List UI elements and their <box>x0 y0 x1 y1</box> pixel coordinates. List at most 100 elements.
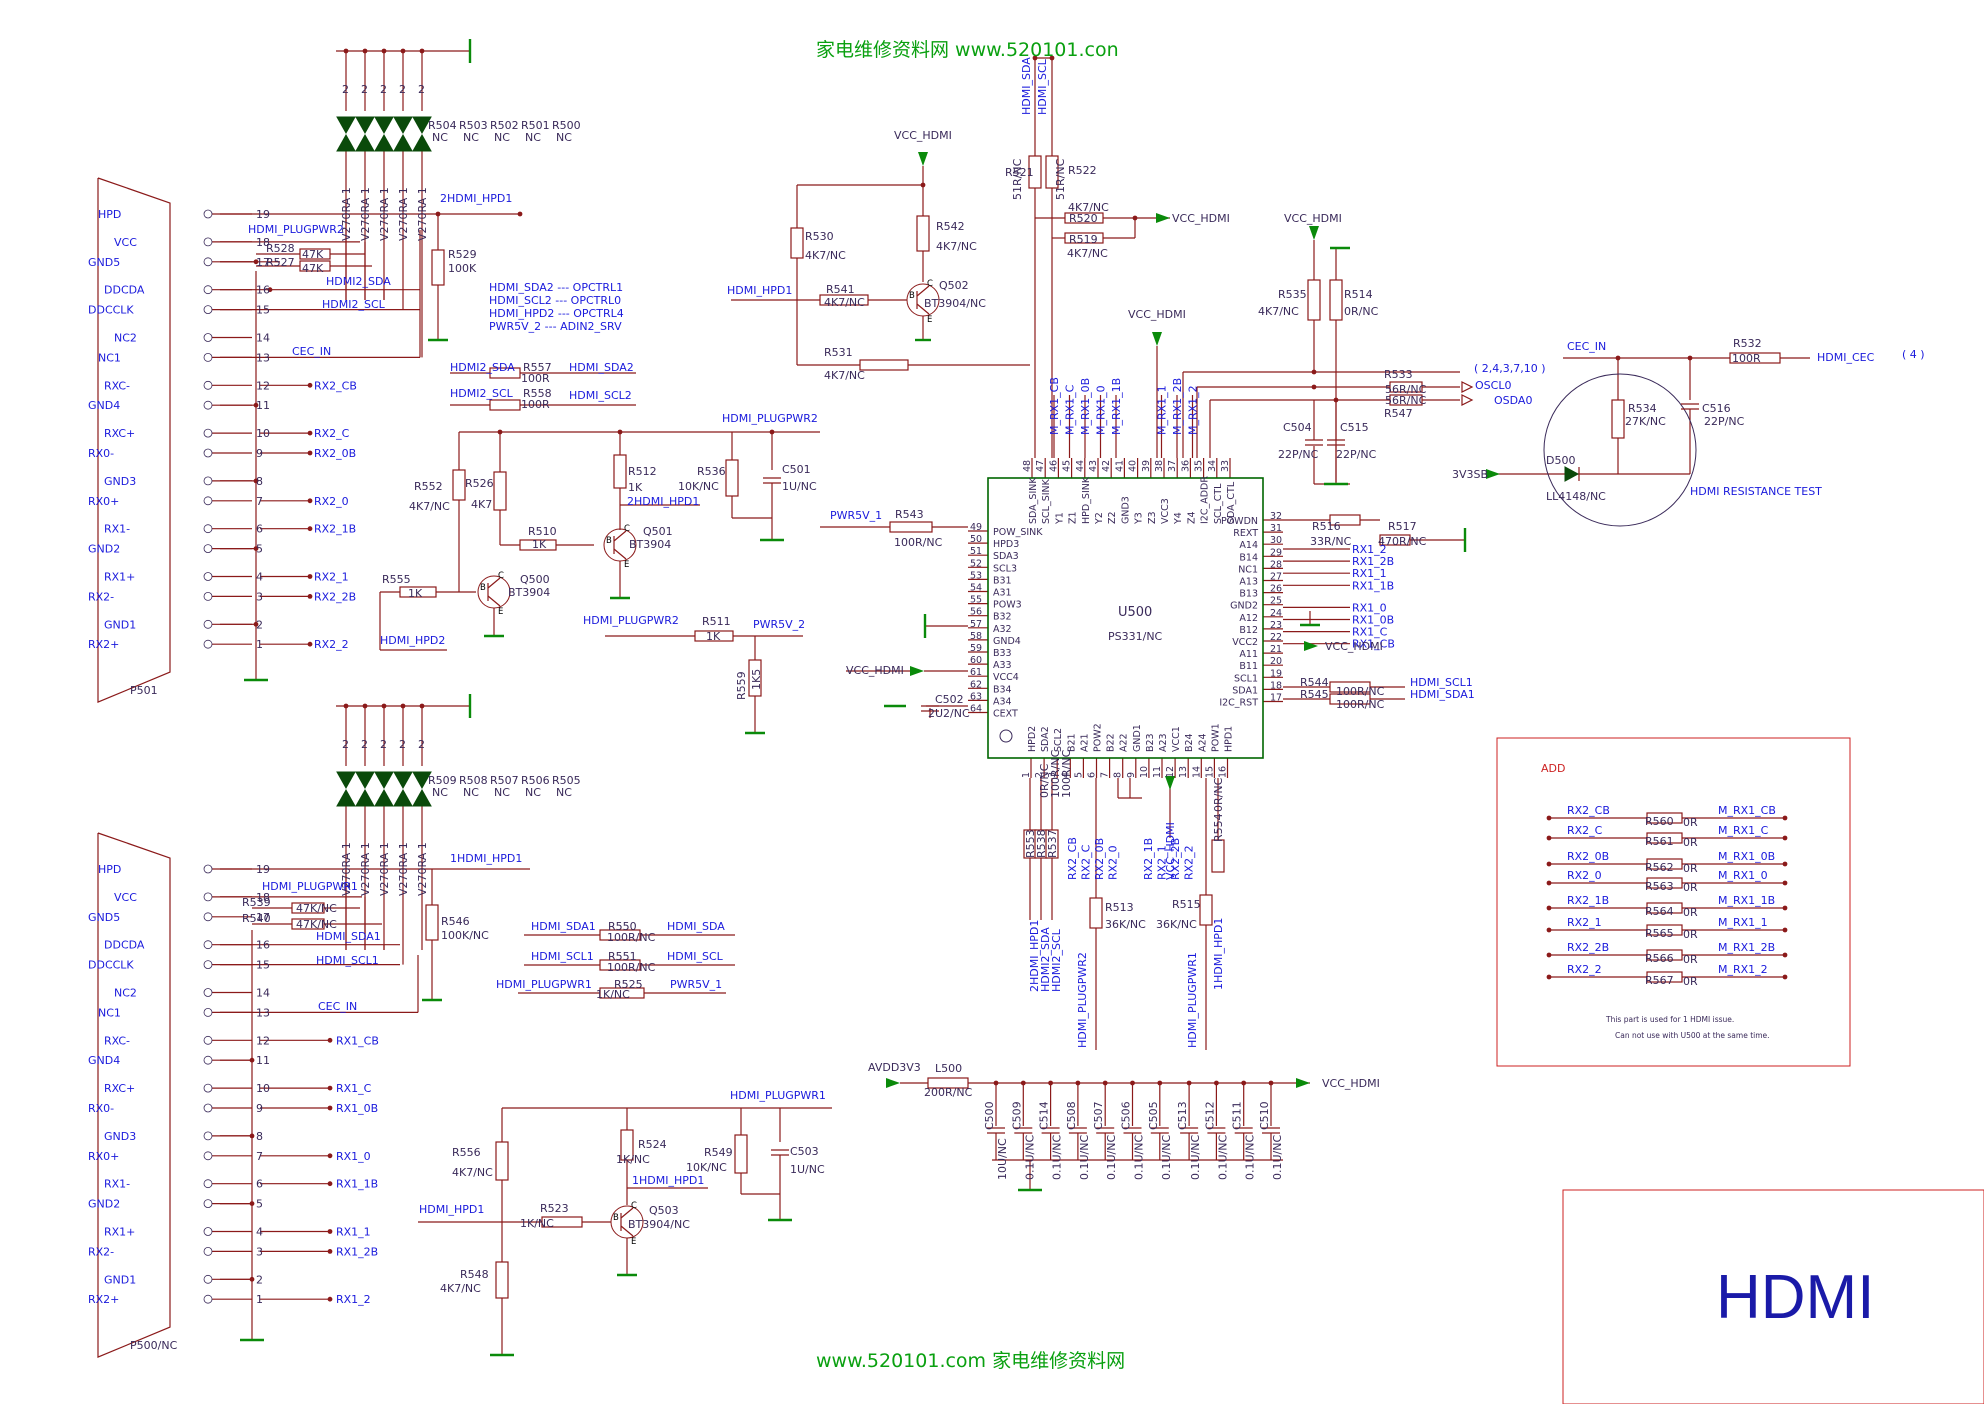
net-label-RX1_2: RX1_2 <box>336 1293 371 1306</box>
chip-top-pin-name: Z3 <box>1147 511 1158 524</box>
chip-bot-pin-name: B22 <box>1106 733 1117 752</box>
cap-ref-C513: C513 <box>1176 1101 1189 1130</box>
chip-ref: U500 <box>1118 605 1152 620</box>
junction-dot <box>1048 1080 1053 1086</box>
junction-dot <box>1782 905 1788 911</box>
connector-p500-pin-name: GND1 <box>104 1273 136 1286</box>
chip-bot-pin-num: 11 <box>1152 766 1163 778</box>
connector-p500-pin-13 <box>203 1008 213 1017</box>
power-arrow-icon <box>1156 213 1170 223</box>
cap-value-C505: 0.1U/NC <box>1160 1135 1173 1180</box>
c502-ref: C502 <box>935 693 964 706</box>
r548-ref: R548 <box>460 1268 489 1281</box>
resistor-r520 <box>1064 212 1104 224</box>
pin-c: C <box>927 279 933 289</box>
r517-ref: R517 <box>1388 520 1417 533</box>
chip-top-pin-num: 46 <box>1048 460 1059 472</box>
net-right-RX1_1B: RX1_1B <box>1352 579 1394 592</box>
resistor-r537 <box>1045 829 1059 859</box>
junction-dot <box>253 402 259 408</box>
connector-p500-pin-num: 2 <box>256 1273 263 1286</box>
connector-p501-pin-6 <box>203 524 213 534</box>
resistor-r521 <box>1028 155 1042 189</box>
connector-p501-ref: P501 <box>130 684 158 697</box>
tvs-top-nc: NC <box>494 131 510 144</box>
connector-p501-pin-4 <box>203 572 213 581</box>
junction-dot <box>517 211 523 217</box>
chip-left-pin-num: 49 <box>970 522 982 533</box>
chip-right-pin-name: REXT <box>1233 528 1258 539</box>
connector-p501-pin-num: 17 <box>256 256 270 269</box>
chip-top-pin-num: 41 <box>1114 460 1125 472</box>
net-label-hdmi2-sda: HDMI2_SDA <box>326 275 391 288</box>
r510-value: 1K <box>532 538 547 551</box>
tvs-bot-diode-2 <box>374 771 394 790</box>
net-1hdmi-hpd1-c: 1HDMI_HPD1 <box>632 1174 704 1187</box>
chip-top-pin-num: 35 <box>1194 460 1205 472</box>
connector-p501-pin-2 <box>203 619 213 629</box>
tvs-bot-diode-0b <box>336 788 356 807</box>
add-res-value: 0R <box>1683 862 1698 875</box>
q502-ref: Q502 <box>939 279 969 292</box>
pin-b: B <box>909 291 915 301</box>
r528-value: 47K <box>302 248 324 261</box>
cap-value-C509: 0.1U/NC <box>1023 1135 1036 1180</box>
r555-value: 1K <box>408 587 423 600</box>
connector-p500-pin-name: RXC+ <box>104 1082 135 1095</box>
junction-dot <box>307 641 313 647</box>
chip-bot-pin-name: HPD1 <box>1224 726 1235 752</box>
net-pwr5v2: PWR5V_2 <box>753 618 805 631</box>
connector-p500-pin-num: 5 <box>256 1198 263 1211</box>
r535-value: 4K7/NC <box>1258 305 1299 318</box>
junction-dot <box>1268 1080 1274 1086</box>
tvs-top-pin2: 2 <box>361 83 368 96</box>
chip-right-pin-name: A13 <box>1239 577 1258 588</box>
net-label-hdmi2-scl: HDMI2_SCL <box>322 298 386 311</box>
chip-right-pin-num: 27 <box>1270 572 1282 583</box>
vcc-hdmi-label-7: VCC_HDMI <box>1322 1077 1380 1090</box>
net-hdmi-hpd2: HDMI_HPD2 <box>380 634 445 647</box>
tvs-top-pin2: 2 <box>418 83 425 96</box>
tvs-bot-pin2: 2 <box>399 738 406 751</box>
net-hdmi-scl1-2: HDMI_SCL1 <box>531 950 594 963</box>
resistor-r527 <box>299 260 331 272</box>
tvs-bot-pin2: 2 <box>342 738 349 751</box>
chip-top-pin-name: Z2 <box>1107 511 1118 524</box>
r527-value: 47K <box>302 262 324 275</box>
net-hdmi-scl: HDMI_SCL <box>667 950 724 963</box>
r512-value: 1K <box>628 481 643 494</box>
chip-bot-pin-num: 1 <box>1021 772 1032 778</box>
chip-bot-pin-num: 9 <box>1126 772 1137 778</box>
junction-dot <box>307 450 313 456</box>
net-label-RX2_1B: RX2_1B <box>314 523 356 536</box>
chip-right-pin-name: NC1 <box>1238 564 1258 575</box>
junction-dot <box>307 382 313 388</box>
resistor-r566 <box>1646 949 1683 961</box>
title-block-frame <box>1562 1189 1984 1404</box>
add-net-left-1: RX2_C <box>1567 824 1603 837</box>
tvs-bot-diode-3 <box>393 771 413 790</box>
chip-top-pin-name: Y3 <box>1134 512 1145 525</box>
connector-p501-pin-num: 14 <box>256 332 270 345</box>
chip-top-pin-num: 45 <box>1062 460 1073 472</box>
connector-p501-pin-name: GND3 <box>104 475 136 488</box>
transistor-emitter <box>916 303 930 315</box>
tvs-top-ref: R501 <box>521 119 550 132</box>
net-label-RX1_1: RX1_1 <box>336 1226 371 1239</box>
junction-dot <box>381 48 387 54</box>
connector-p500-pin-num: 1 <box>256 1293 263 1306</box>
connector-p501-pin-13 <box>203 352 213 362</box>
page-ref-4: ( 4 ) <box>1902 348 1925 361</box>
tvs-top-diode-2 <box>374 116 394 135</box>
chip-right-pin-name: GND2 <box>1230 601 1258 612</box>
net-bot-rx-RX2_2B: RX2_2B <box>1169 838 1182 880</box>
net-label-cec-in-2: CEC_IN <box>318 1000 357 1013</box>
cap-ref-C507: C507 <box>1092 1101 1105 1130</box>
resistor-r545 <box>1329 693 1371 705</box>
resistor-r543 <box>889 521 933 533</box>
vcc-hdmi-label-6: VCC_HDMI <box>846 664 904 677</box>
l500-ref: L500 <box>935 1062 962 1075</box>
connector-p501-pin-num: 12 <box>256 379 270 392</box>
r528-ref: R528 <box>266 242 295 255</box>
resistor-r541 <box>819 294 869 306</box>
